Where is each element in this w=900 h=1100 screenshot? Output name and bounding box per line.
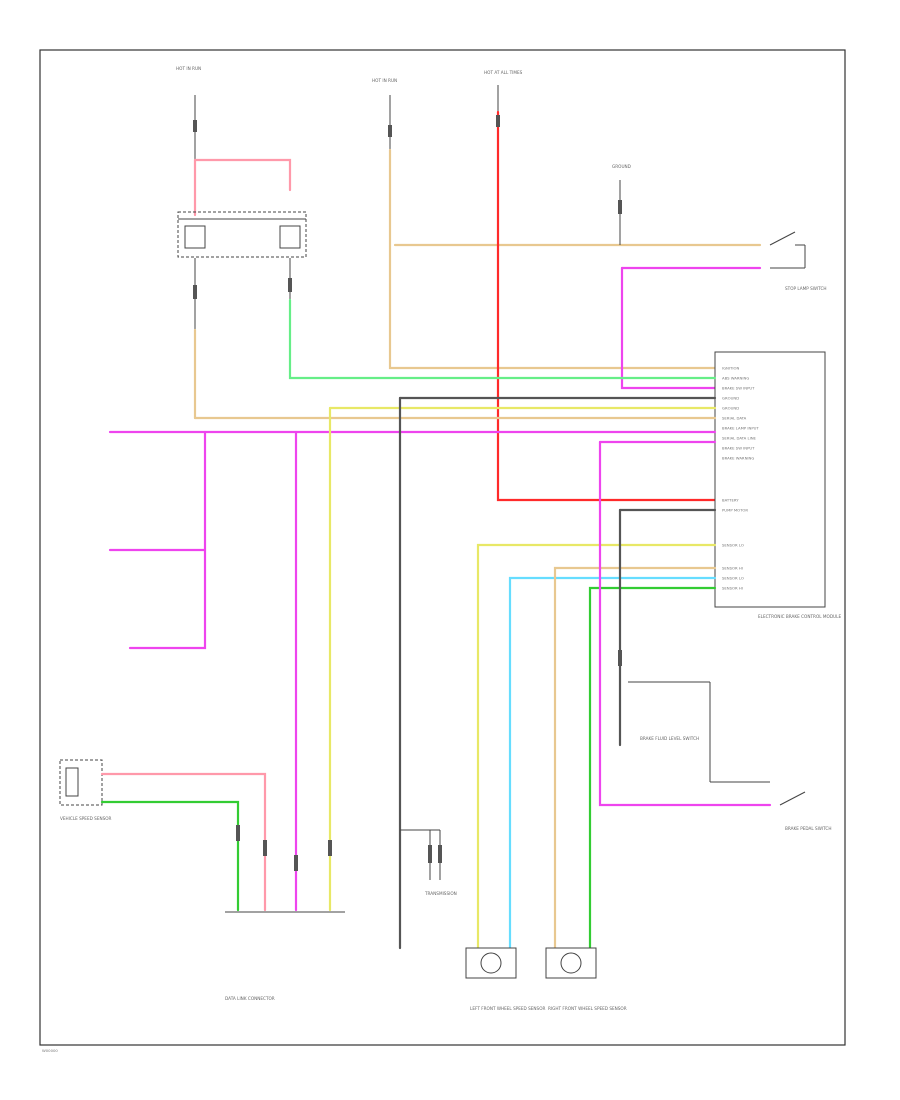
ebcm-pin-list: IGNITION ABS WARNING BRAKE SW INPUT GROUND G… (722, 366, 759, 591)
lf-wheel-sensor: LEFT FRONT WHEEL SPEED SENSOR (465, 947, 546, 1011)
wire-green-rf (588, 586, 717, 950)
ebcm-pin-label: BRAKE SW INPUT (722, 386, 755, 391)
ebcm-pin-label: BRAKE WARNING (722, 456, 754, 461)
rf-wheel-sensor: RIGHT FRONT WHEEL SPEED SENSOR (545, 947, 627, 1011)
label-hot-run-top: HOT IN RUN (176, 66, 201, 71)
wire-green-relay (288, 298, 717, 380)
stop-lamp-switch: STOP LAMP SWITCH (769, 231, 827, 291)
label-controller: ELECTRONIC BRAKE CONTROL MODULE (758, 614, 841, 619)
label-lf-wheel: LEFT FRONT WHEEL SPEED SENSOR (470, 1006, 546, 1011)
wire-magenta-ebcm (620, 266, 717, 390)
ebcm-pin-label: SERIAL DATA LINE (722, 436, 757, 441)
transmission-block: TRANSMISSION (400, 829, 457, 896)
wire-pink-vss (100, 772, 267, 912)
ebcm-pin-label: GROUND (722, 396, 739, 401)
ebcm-pin-label: SENSOR LO (722, 543, 744, 548)
label-stop-lamp-switch: STOP LAMP SWITCH (785, 286, 827, 291)
label-brake-fluid: BRAKE FLUID LEVEL SWITCH (640, 736, 699, 741)
ebcm-pin-label: SENSOR HI (722, 586, 743, 591)
label-hot-run-mid: HOT IN RUN (372, 78, 397, 83)
ebcm-module: ELECTRONIC BRAKE CONTROL MODULE (714, 351, 841, 619)
ebcm-pin-label: IGNITION (722, 366, 739, 371)
wire-cyan-lf (508, 576, 717, 950)
ebcm-pin-label: SENSOR LO (722, 576, 744, 581)
ebcm-pin-label: PUMP MOTOR (722, 508, 748, 513)
wire-green-vss (100, 800, 240, 912)
wire-tan-rf (553, 566, 717, 950)
label-vss: VEHICLE SPEED SENSOR (60, 816, 112, 821)
ebcm-pin-label: BATTERY (722, 498, 739, 503)
fuse-block-left: HOT IN RUN (176, 66, 307, 330)
ebcm-pin-label: BRAKE LAMP INPUT (722, 426, 759, 431)
wire-magenta-vertical (128, 430, 207, 650)
label-data-link: DATA LINK CONNECTOR (225, 996, 275, 1001)
label-ground: GROUND (612, 164, 631, 169)
label-brake-pedal-switch: BRAKE PEDAL SWITCH (785, 826, 831, 831)
wire-red-top (193, 158, 292, 192)
wire-yellow-lf (476, 543, 717, 950)
label-hot-all-times: HOT AT ALL TIMES (484, 70, 523, 75)
data-link-connector: DATA LINK CONNECTOR (225, 825, 345, 1001)
vehicle-speed-sensor: VEHICLE SPEED SENSOR (59, 759, 267, 912)
ebcm-pin-label: ABS WARNING (722, 376, 749, 381)
fuse-mid: HOT IN RUN (372, 78, 762, 370)
ground-top: GROUND (612, 164, 762, 390)
wire-magenta-brake-sw (598, 440, 772, 807)
label-transmission: TRANSMISSION (424, 891, 457, 896)
fuse-battery: HOT AT ALL TIMES (484, 70, 717, 502)
footer-code: W00000 (42, 1048, 58, 1053)
wire-tan-ignition (388, 148, 717, 370)
brake-pedal-switch: BRAKE PEDAL SWITCH (779, 791, 831, 831)
label-rf-wheel: RIGHT FRONT WHEEL SPEED SENSOR (548, 1006, 627, 1011)
diagram-frame (39, 49, 846, 1046)
wire-red-battery (496, 110, 717, 502)
ebcm-pin-label: SERIAL DATA (722, 416, 747, 421)
ebcm-pin-label: SENSOR HI (722, 566, 743, 571)
ebcm-pin-label: BRAKE SW INPUT (722, 446, 755, 451)
ebcm-pin-label: GROUND (722, 406, 739, 411)
